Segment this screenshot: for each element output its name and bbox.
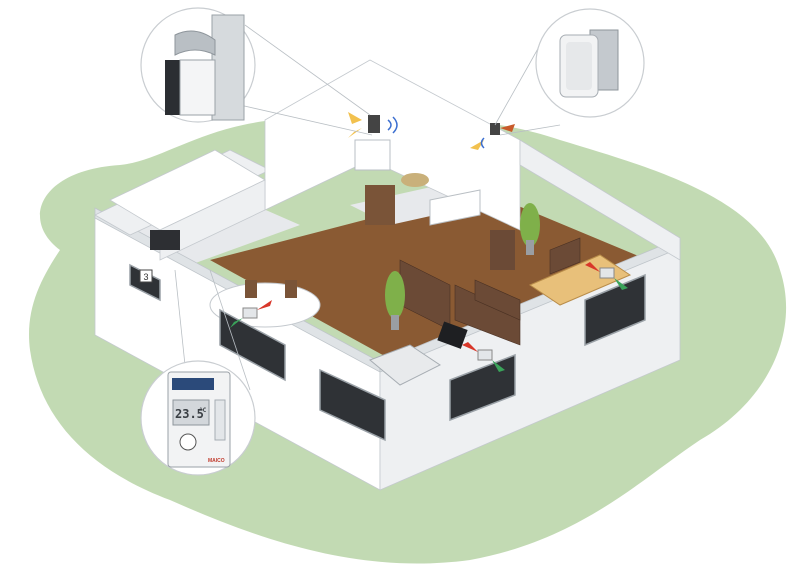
sound-wave-icon — [480, 137, 485, 149]
solar-panel — [172, 378, 214, 390]
bathroom-fixtures — [354, 139, 481, 226]
airflow-arrow-icon — [230, 318, 243, 328]
dining-chair — [285, 280, 297, 298]
lcd-screen — [172, 399, 210, 426]
fan-blade-icon — [348, 128, 362, 138]
vent-unit-dining — [230, 300, 272, 328]
airflow-arrow-icon — [492, 360, 505, 372]
television — [437, 321, 468, 349]
fan-blade-icon — [470, 140, 484, 150]
back-wall-shade — [519, 139, 681, 261]
airflow-arrow-icon — [257, 300, 272, 310]
kitchen-fan — [470, 123, 515, 150]
leader-line — [244, 24, 371, 116]
wardrobe — [490, 230, 515, 270]
window-front-left — [319, 368, 386, 442]
leader-line — [499, 124, 561, 136]
leader-line — [174, 269, 186, 366]
plant — [520, 203, 540, 255]
vent-unit-living — [462, 342, 505, 372]
vent-unit-bedroom — [585, 262, 628, 290]
leader-line — [239, 104, 373, 136]
coffee-table — [369, 344, 441, 386]
sound-wave-icon — [392, 116, 398, 134]
callout-wall-vent — [535, 8, 645, 118]
fan-blade-icon — [348, 112, 362, 124]
leader-line — [494, 44, 541, 126]
kitchen-cabinets — [109, 149, 266, 261]
temperature-display: 23.5 — [175, 407, 204, 421]
dining-chair — [245, 280, 257, 298]
control-dial — [179, 433, 197, 451]
bathroom-fan — [348, 112, 398, 138]
wall-vent-cover-icon — [559, 29, 619, 98]
sound-wave-icon — [387, 119, 392, 131]
brand-label: MAICO — [208, 458, 225, 464]
plant — [385, 271, 405, 330]
callout-thermostat: 23.5 °C MAICO — [140, 360, 256, 476]
room-marker-box — [139, 269, 153, 283]
airflow-arrow-icon — [585, 262, 600, 272]
window-living — [219, 308, 286, 382]
airflow-arrow-icon — [614, 278, 628, 290]
thermostat-controller-icon: 23.5 °C MAICO — [167, 371, 231, 468]
airflow-arrow-icon — [462, 342, 478, 352]
bed-headboard — [549, 237, 581, 275]
duct-fan-unit-icon — [165, 14, 245, 121]
airflow-arrow-icon — [500, 124, 515, 132]
window-bedroom — [584, 273, 646, 347]
callout-duct-fan — [140, 7, 256, 123]
temperature-unit: °C — [199, 407, 207, 414]
leader-line — [209, 269, 251, 391]
room-marker-label: 3 — [143, 272, 148, 282]
